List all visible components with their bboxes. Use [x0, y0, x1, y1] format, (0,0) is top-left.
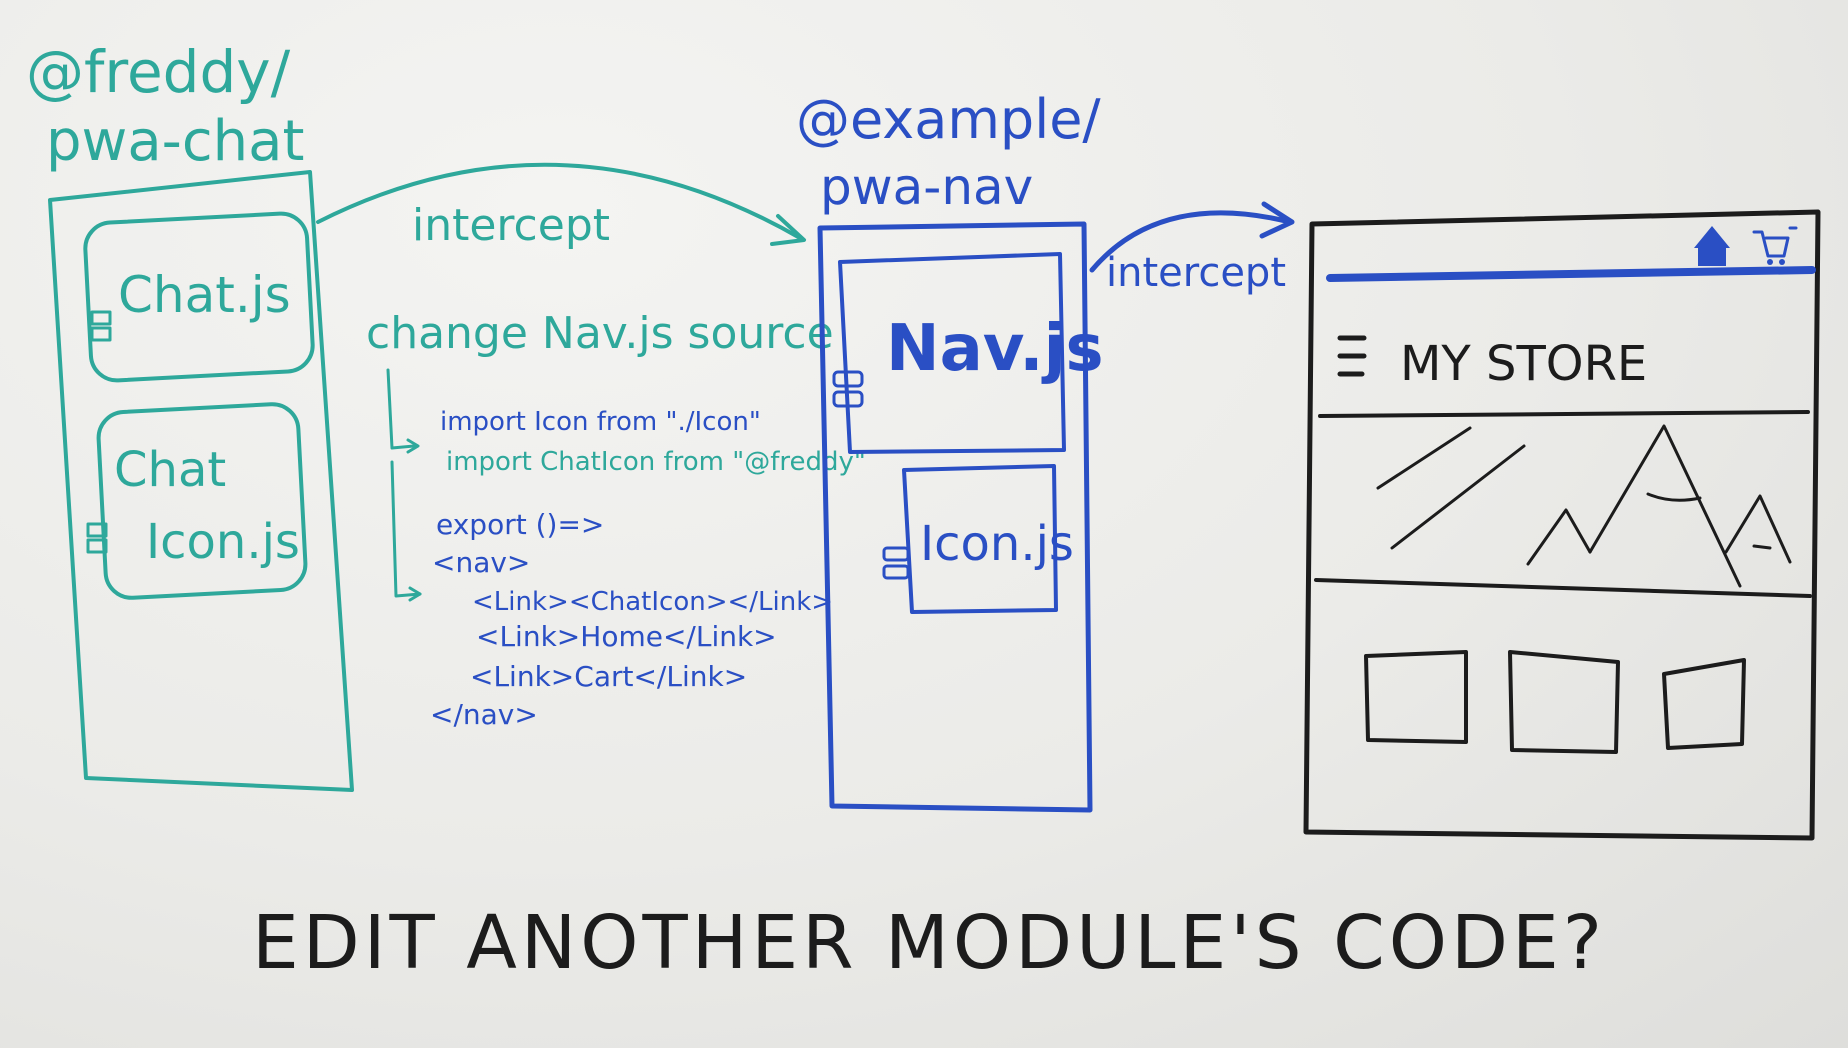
mountain-large [1588, 424, 1742, 588]
nav-js-connector-icon [832, 370, 864, 408]
freddy-module-box [48, 170, 354, 792]
intercept-label-2: intercept [1106, 250, 1286, 296]
chat-icon-label-line1: Chat [114, 442, 226, 498]
freddy-module: @freddy/ pwa-chat Chat.js Chat Icon.js [26, 38, 354, 792]
icon-js-connector-icon [882, 546, 910, 580]
code-line-7: <Link>Cart</Link> [470, 660, 747, 693]
intercept-arrow-2-head [1259, 201, 1295, 239]
product-tile-3 [1662, 658, 1746, 750]
store-title: MY STORE [1400, 336, 1647, 392]
intercept-arrow-1: intercept [316, 162, 806, 251]
code-line-5: <Link><ChatIcon></Link> [472, 587, 833, 617]
chat-icon-connector-icon [86, 522, 108, 554]
chat-icon-component-box [96, 402, 308, 600]
cart-icon [1752, 226, 1798, 265]
example-package-label: pwa-nav [820, 158, 1033, 216]
intercept-label-1: intercept [412, 200, 610, 251]
chat-js-connector-icon [90, 310, 112, 342]
hamburger-menu-icon [1337, 335, 1367, 377]
product-tile-2 [1508, 650, 1620, 754]
example-module-box [817, 221, 1093, 813]
mountain-small-right [1724, 494, 1792, 564]
code-line-3: export ()=> [436, 508, 604, 541]
mountain-small-left [1526, 508, 1592, 566]
nav-js-component-box [838, 252, 1066, 454]
code-line-2: import ChatIcon from "@freddy" [446, 447, 866, 477]
example-scope-label: @example/ [796, 88, 1101, 151]
intercept-arrow-2-line [1089, 210, 1293, 273]
code-line-1: import Icon from "./Icon" [440, 407, 761, 437]
freddy-package-label: pwa-chat [46, 109, 304, 174]
intercept-arrow-1-head [770, 214, 806, 246]
store-header-divider [1318, 410, 1810, 418]
code-snippet: import Icon from "./Icon" import ChatIco… [430, 407, 866, 731]
code-line-4: <nav> [432, 546, 530, 579]
change-nav-note: change Nav.js source [366, 308, 834, 359]
store-frame [1303, 209, 1821, 841]
freddy-scope-label: @freddy/ [26, 38, 291, 106]
chat-js-component-box [83, 211, 315, 383]
chat-icon-label-line2: Icon.js [146, 514, 300, 570]
intercept-arrow-1-line [316, 162, 802, 240]
sky-stroke-2 [1390, 444, 1526, 550]
code-brackets [386, 368, 422, 602]
icon-js-component-box [902, 464, 1058, 614]
store-hero-divider [1314, 578, 1812, 598]
icon-js-label: Icon.js [920, 516, 1074, 572]
code-line-6: <Link>Home</Link> [476, 620, 777, 653]
home-icon [1694, 226, 1730, 266]
store-mockup: MY STORE [1303, 209, 1821, 841]
question-heading: EDIT ANOTHER MODULE'S CODE? [252, 900, 1606, 986]
hero-image [1376, 424, 1792, 588]
intercept-arrow-2: intercept [1089, 201, 1295, 296]
sky-stroke-1 [1376, 426, 1472, 490]
store-header-bar [1326, 266, 1816, 282]
code-line-8: </nav> [430, 698, 538, 731]
mountain-snow-line [1646, 492, 1702, 502]
product-tile-1 [1364, 650, 1468, 744]
mountain-right-detail [1752, 544, 1772, 550]
nav-js-label: Nav.js [886, 312, 1104, 386]
example-module: @example/ pwa-nav Nav.js Icon.js [796, 88, 1104, 813]
chat-js-label: Chat.js [118, 266, 291, 324]
